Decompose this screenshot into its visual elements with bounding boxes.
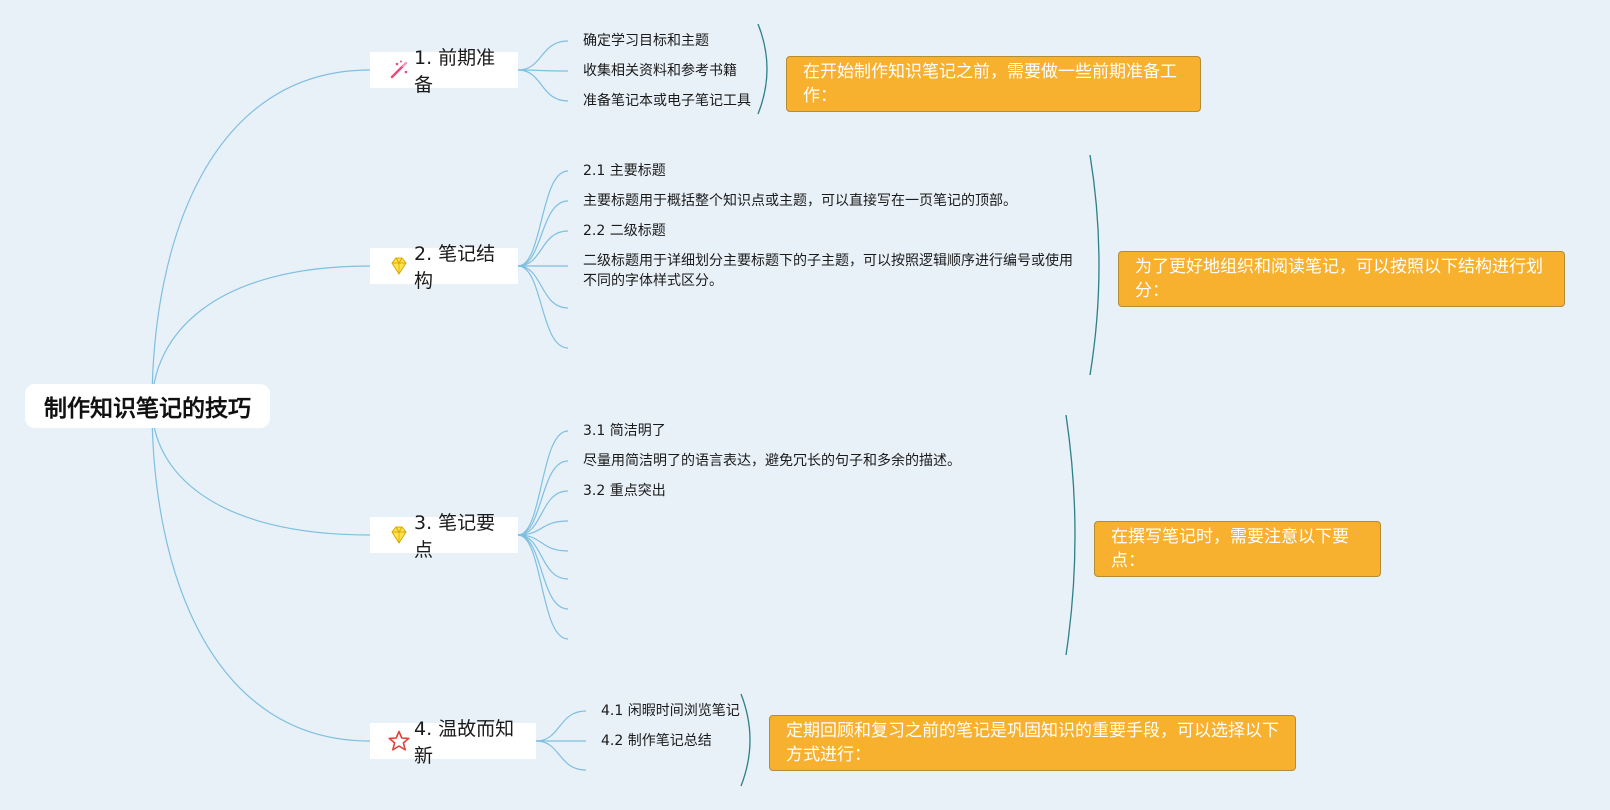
leaf-topic[interactable]: 2.2 二级标题 — [583, 223, 666, 239]
branch-topic-label: 2. 笔记结构 — [414, 243, 496, 292]
leaf-topic[interactable]: 2.1 主要标题 — [583, 163, 666, 179]
leaf-topic[interactable]: 收集相关资料和参考书籍 — [583, 63, 737, 79]
summary-bracket — [757, 23, 768, 115]
leaf-topic[interactable]: 确定学习目标和主题 — [583, 33, 709, 49]
magic-wand-icon — [388, 59, 410, 81]
summary-bracket — [740, 693, 751, 787]
root-connector — [151, 405, 371, 536]
summary-callout[interactable]: 在开始制作知识笔记之前，需要做一些前期准备工作： — [786, 56, 1201, 112]
gem-icon — [388, 524, 410, 546]
branch-topic-label: 3. 笔记要点 — [414, 512, 496, 561]
leaf-topic[interactable]: 二级标题用于详细划分主要标题下的子主题，可以按照逻辑顺序进行编号或使用不同的字体… — [583, 253, 1073, 289]
root-connector — [151, 265, 371, 407]
root-topic-label: 制作知识笔记的技巧 — [44, 396, 251, 422]
leaf-topic[interactable]: 4.2 制作笔记总结 — [601, 733, 712, 749]
leaf-connector — [517, 230, 569, 267]
summary-bracket — [1089, 154, 1100, 376]
leaf-topic[interactable]: 尽量用简洁明了的语言表达，避免冗长的句子和多余的描述。 — [583, 453, 961, 469]
gem-icon — [388, 255, 410, 277]
leaf-topic[interactable]: 3.1 简洁明了 — [583, 423, 666, 439]
leaf-connector — [517, 534, 569, 580]
branch-topic-label: 4. 温故而知新 — [414, 718, 515, 767]
leaf-connector — [517, 460, 569, 536]
leaf-connector — [535, 710, 587, 742]
leaf-connector — [517, 265, 569, 349]
summary-callout[interactable]: 在撰写笔记时，需要注意以下要点： — [1094, 521, 1381, 577]
leaf-topic[interactable]: 3.2 重点突出 — [583, 483, 666, 499]
leaf-connector — [517, 534, 569, 610]
leaf-connector — [535, 740, 587, 771]
branch-topic-structure[interactable]: 2. 笔记结构 — [370, 243, 518, 292]
star-icon — [388, 730, 410, 752]
leaf-topic[interactable]: 主要标题用于概括整个知识点或主题，可以直接写在一页笔记的顶部。 — [583, 193, 1017, 209]
leaf-connector — [517, 40, 569, 71]
summary-callout[interactable]: 为了更好地组织和阅读笔记，可以按照以下结构进行划分： — [1118, 251, 1565, 307]
leaf-connector — [517, 534, 569, 640]
leaf-connector — [517, 430, 569, 536]
branch-topic-key-points[interactable]: 3. 笔记要点 — [370, 512, 518, 561]
leaf-connector — [517, 69, 569, 102]
root-topic[interactable]: 制作知识笔记的技巧 — [25, 384, 270, 428]
branch-topic-review[interactable]: 4. 温故而知新 — [370, 718, 536, 767]
leaf-connector — [517, 520, 569, 536]
leaf-connector — [517, 490, 569, 536]
root-connector — [151, 69, 371, 407]
summary-bracket — [1065, 414, 1076, 656]
leaf-topic[interactable]: 准备笔记本或电子笔记工具 — [583, 93, 751, 109]
root-connector — [151, 405, 371, 742]
leaf-connector — [517, 265, 569, 309]
branch-topic-prep[interactable]: 1. 前期准备 — [370, 47, 518, 96]
leaf-connector — [517, 200, 569, 267]
branch-topic-label: 1. 前期准备 — [414, 47, 496, 96]
leaf-topic[interactable]: 4.1 闲暇时间浏览笔记 — [601, 703, 740, 719]
leaf-connector — [517, 170, 569, 267]
summary-callout[interactable]: 定期回顾和复习之前的笔记是巩固知识的重要手段，可以选择以下方式进行： — [769, 715, 1296, 771]
